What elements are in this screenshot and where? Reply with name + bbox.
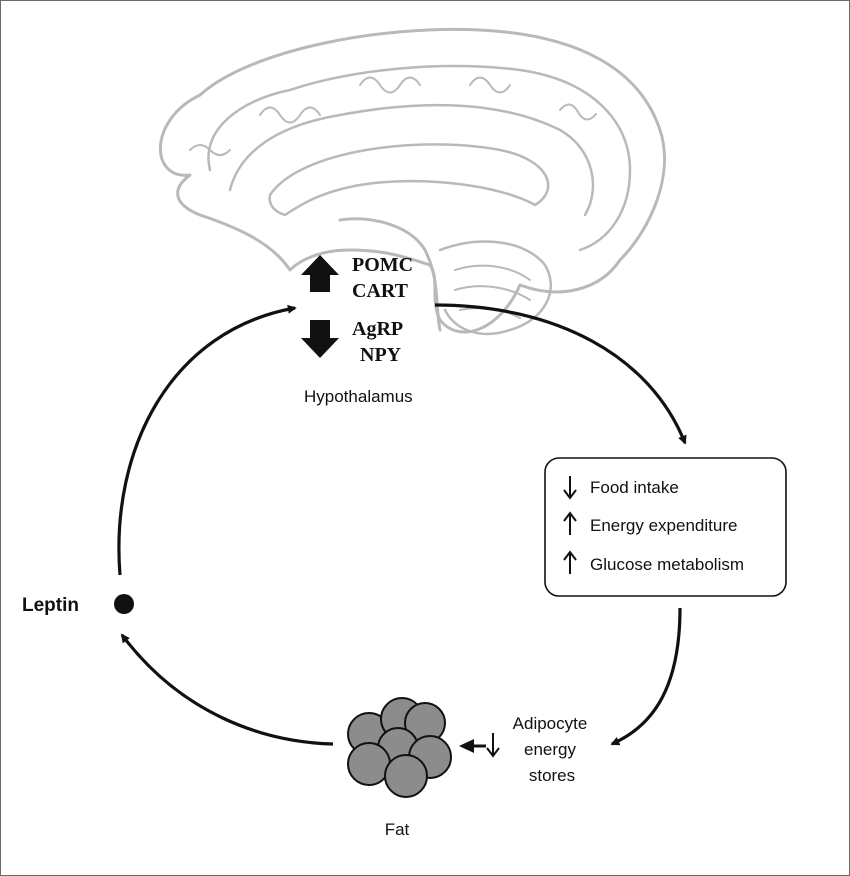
effect-item-food-intake: Food intake <box>590 478 679 497</box>
fat-label: Fat <box>385 820 410 839</box>
fat-cell <box>384 754 428 798</box>
marker-agrp: AgRP <box>352 318 403 340</box>
brain-illustration <box>158 27 666 336</box>
arrow-leptin-to-hypothalamus <box>117 304 297 576</box>
arrow-effects-to-adipocyte <box>610 607 682 746</box>
leptin-dot-icon <box>114 594 134 614</box>
adipocyte-line: energy <box>524 740 576 759</box>
adipocyte-line: stores <box>529 766 575 785</box>
adipocyte-small-down-arrow-icon <box>486 733 500 758</box>
up-thick-arrow-icon <box>301 255 339 292</box>
effect-up-arrow-icon <box>563 550 577 574</box>
down-thick-arrow-icon <box>301 320 339 358</box>
effect-item-glucose-metabolism: Glucose metabolism <box>590 555 744 574</box>
effect-up-arrow-icon <box>563 511 577 535</box>
fat-cell-cluster <box>347 697 452 798</box>
adipocyte-line: Adipocyte <box>513 714 588 733</box>
brain-outline <box>158 27 666 334</box>
hypothalamus-label: Hypothalamus <box>304 387 413 406</box>
corpus-callosum <box>268 143 550 217</box>
brain-gyri <box>207 64 632 252</box>
cycle-arrows <box>117 303 687 746</box>
effects-box-border <box>544 457 787 597</box>
adipocyte-label: Adipocyte energy stores <box>513 714 588 785</box>
marker-pomc: POMC <box>352 254 413 276</box>
leptin-label: Leptin <box>22 595 79 616</box>
adipocyte-left-arrow-icon <box>459 739 486 753</box>
marker-npy: NPY <box>360 344 402 366</box>
cerebellum <box>438 240 552 336</box>
arrow-hypothalamus-to-effects <box>434 303 687 445</box>
brain-sulci <box>189 76 597 156</box>
brain-gyri <box>228 103 595 217</box>
hypothalamus-markers: POMC CART AgRP NPY <box>301 254 413 366</box>
effects-box: Food intake Energy expenditure Glucose m… <box>544 457 787 597</box>
marker-cart: CART <box>352 280 409 302</box>
effect-item-energy-expenditure: Energy expenditure <box>590 516 737 535</box>
arrow-fat-to-leptin <box>120 633 334 746</box>
effect-down-arrow-icon <box>563 476 577 500</box>
fat-cell <box>347 742 391 786</box>
